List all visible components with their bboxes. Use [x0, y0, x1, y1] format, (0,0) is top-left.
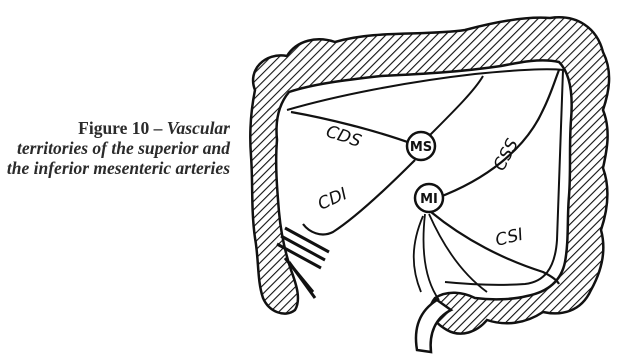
ms-node-label: MS — [410, 140, 432, 155]
csi-vessel — [431, 212, 559, 284]
figure-label: Figure 10 – — [78, 118, 167, 138]
ms-to-marginal — [429, 76, 483, 136]
mesenteric-territories-diagram: MS MI CDS CDI CSS CSI — [225, 0, 617, 356]
css-label: CSS — [490, 135, 523, 174]
mi-node-label: MI — [420, 192, 438, 207]
ms-node: MS — [407, 132, 435, 160]
figure-caption: Figure 10 – Vascular territories of the … — [4, 118, 230, 178]
colon-outline — [250, 17, 609, 333]
cdi-label: CDI — [315, 184, 351, 214]
mi-node: MI — [415, 184, 443, 212]
csi-label: CSI — [493, 225, 525, 251]
css-vessel — [437, 70, 559, 198]
